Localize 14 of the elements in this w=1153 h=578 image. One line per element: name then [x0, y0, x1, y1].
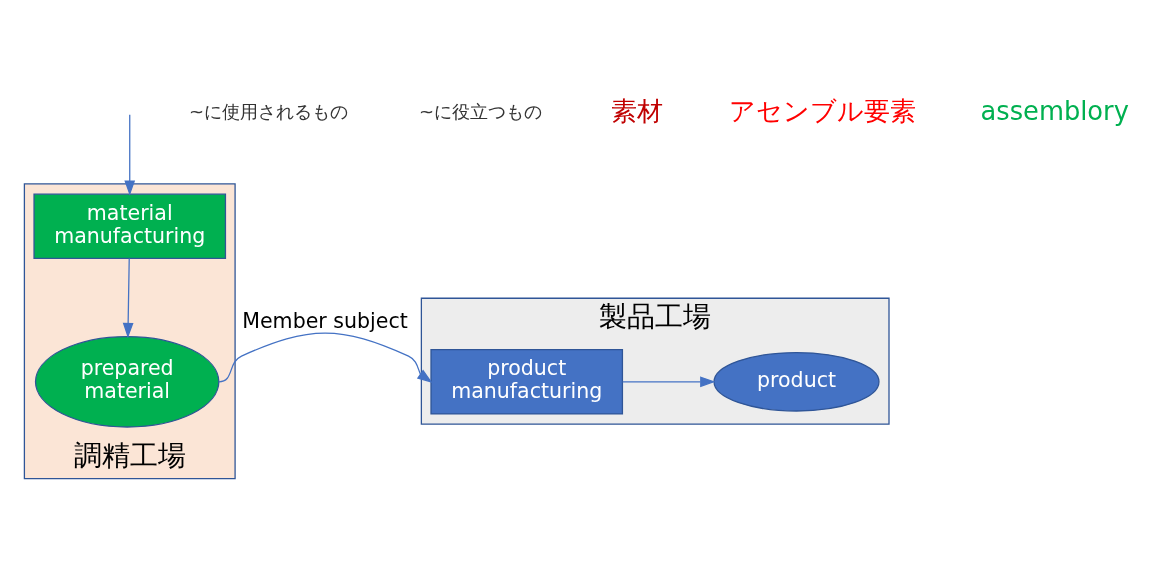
node-box: material manufacturing	[33, 193, 227, 259]
label: ~に使用されるもの	[188, 100, 349, 122]
node-ellipse: prepared material	[34, 335, 220, 428]
label: アセンブル要素	[728, 95, 916, 126]
edge-label: Member subject	[242, 308, 408, 333]
node-box: product manufacturing	[430, 348, 624, 415]
label: 素材	[611, 95, 664, 126]
arrow	[218, 331, 433, 383]
arrow	[124, 113, 136, 196]
arrow	[122, 257, 134, 338]
label: ~に役立つもの	[418, 100, 542, 122]
label: assemblory	[980, 95, 1129, 126]
node-ellipse: product	[713, 351, 880, 412]
arrow	[622, 375, 716, 387]
